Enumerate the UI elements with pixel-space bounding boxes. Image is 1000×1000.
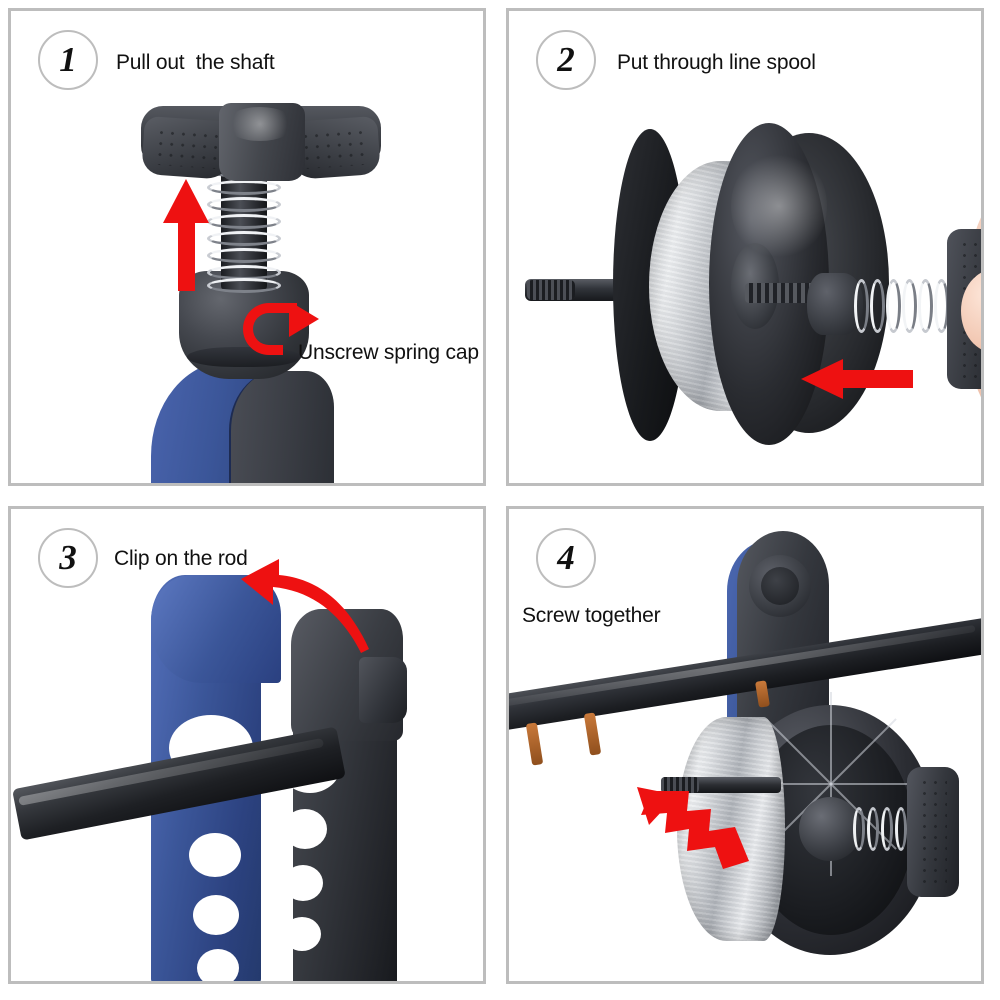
step-number-2: 2 — [557, 39, 575, 79]
step-3-caption: Clip on the rod — [114, 547, 248, 570]
step-2-illustration — [509, 11, 981, 483]
zigzag-arrow-icon — [637, 787, 749, 869]
t-knob — [907, 767, 959, 897]
clamp-notch — [283, 865, 323, 901]
clamp-notch — [283, 809, 327, 849]
step-2-caption: Put through line spool — [617, 51, 816, 74]
step-number-1: 1 — [59, 39, 77, 79]
step-panel-2: 2 Put through line spool — [506, 8, 984, 486]
black-clamp-tab — [359, 657, 407, 723]
up-arrow-icon — [163, 179, 209, 291]
grip-texture-dots — [919, 777, 947, 887]
grip-texture-dots — [153, 126, 223, 170]
step-1-caption: Pull out the shaft — [116, 51, 275, 74]
clamp-notch — [193, 895, 239, 935]
clamp-notch — [283, 917, 321, 951]
left-arrow-icon — [801, 359, 913, 399]
rotate-arrow-icon — [243, 303, 319, 355]
spool-hub — [799, 797, 861, 861]
rod-thread-wrap — [525, 722, 544, 766]
step-3-illustration — [11, 509, 483, 981]
step-number-badge-3: 3 — [38, 528, 98, 588]
step-number-badge-4: 4 — [536, 528, 596, 588]
step-number-badge-2: 2 — [536, 30, 596, 90]
rod-thread-wrap — [583, 712, 602, 756]
step-number-4: 4 — [557, 537, 575, 577]
thumb — [961, 269, 981, 353]
grip-texture-dots — [299, 126, 369, 170]
coil-spring — [207, 163, 281, 293]
step-panel-1: 1 Pull out the shaft Unscrew spring cap — [8, 8, 486, 486]
curved-arrow-icon — [241, 559, 369, 653]
clamp-notch — [189, 833, 241, 877]
t-handle-center — [219, 103, 305, 181]
clamp-notch — [197, 949, 239, 981]
threaded-shaft — [661, 777, 781, 793]
step-4-illustration — [509, 509, 981, 981]
step-number-badge-1: 1 — [38, 30, 98, 90]
unscrew-spring-cap-label: Unscrew spring cap — [298, 341, 479, 364]
step-4-caption: Screw together — [522, 604, 661, 627]
step-panel-3: 3 Clip on the rod — [8, 506, 486, 984]
rod-eye-inner — [761, 567, 799, 605]
black-grip-side — [229, 371, 334, 483]
step-panel-4: 4 Screw together — [506, 506, 984, 984]
step-number-3: 3 — [59, 537, 77, 577]
step-1-illustration — [11, 11, 483, 483]
